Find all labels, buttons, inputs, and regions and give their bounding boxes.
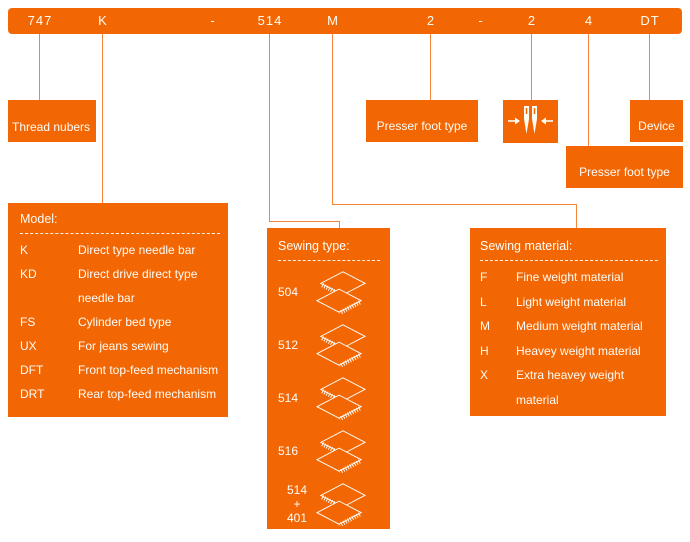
thread-numbers-box: Thread nubers bbox=[8, 100, 96, 142]
connector-514-sewing-type bbox=[339, 221, 340, 228]
connector-747-thread-numbers bbox=[39, 34, 40, 100]
connector-514-sewing-type bbox=[269, 34, 270, 222]
code-segment-dash-1: - bbox=[210, 13, 216, 28]
code-segment-dash-2: - bbox=[478, 13, 484, 28]
connector-k-model bbox=[102, 34, 103, 203]
material-term: L bbox=[480, 294, 487, 309]
connector-m-sewing-material bbox=[576, 204, 577, 228]
code-segment-k: K bbox=[98, 13, 108, 28]
material-desc: Medium weight material bbox=[516, 319, 643, 333]
code-segment-747: 747 bbox=[27, 13, 53, 28]
material-desc: Fine weight material bbox=[516, 270, 624, 284]
overlock-fabric-icon bbox=[316, 429, 366, 473]
presser-foot-type-label-2: Presser foot type bbox=[579, 165, 670, 179]
code-segment-514: 514 bbox=[257, 13, 283, 28]
material-term: F bbox=[480, 270, 488, 284]
model-term: KD bbox=[20, 267, 37, 281]
material-term: X bbox=[480, 368, 489, 382]
code-segment-dt: DT bbox=[640, 13, 660, 28]
overlock-fabric-icon bbox=[316, 323, 366, 367]
sewing-type-entry-512: 512 bbox=[278, 318, 380, 371]
overlock-fabric-icon bbox=[316, 482, 366, 526]
code-segment-2a: 2 bbox=[426, 13, 436, 28]
device-box: Device bbox=[630, 100, 683, 142]
presser-foot-type-label-1: Presser foot type bbox=[376, 119, 468, 133]
material-desc: Heavey weight material bbox=[516, 343, 641, 358]
sewing-material-box: Sewing material: F Fine weight material … bbox=[470, 228, 666, 416]
material-term: H bbox=[480, 343, 489, 358]
model-desc: Front top-feed mechanism bbox=[78, 363, 219, 377]
sewing-type-code: 514 + 401 bbox=[286, 482, 308, 525]
sewing-type-code: 514 bbox=[278, 390, 299, 405]
model-code-bar: 747 K - 514 M 2 - 2 4 DT bbox=[8, 8, 682, 34]
model-term: FS bbox=[20, 315, 36, 329]
dashed-divider bbox=[20, 233, 220, 234]
dashed-divider bbox=[278, 260, 380, 261]
sewing-type-entry-514: 514 bbox=[278, 371, 380, 424]
code-segment-2b: 2 bbox=[527, 13, 537, 28]
connector-m-sewing-material bbox=[332, 204, 577, 205]
sewing-material-title: Sewing material: bbox=[480, 239, 573, 253]
twin-needles-icon bbox=[508, 106, 553, 134]
model-desc: Rear top-feed mechanism bbox=[78, 387, 217, 401]
connector-514-sewing-type bbox=[269, 221, 340, 222]
thread-numbers-label: Thread nubers bbox=[12, 120, 91, 134]
sewing-type-box: Sewing type: 504 512 514 516 bbox=[267, 228, 390, 529]
dashed-divider bbox=[480, 260, 658, 261]
model-term: UX bbox=[20, 339, 37, 353]
material-desc: Light weight material bbox=[516, 294, 627, 309]
presser-foot-type-box-1: Presser foot type bbox=[366, 100, 478, 142]
sewing-type-code: 504 bbox=[278, 284, 299, 299]
material-term: M bbox=[480, 319, 490, 333]
sewing-type-entry-514-401: 514 + 401 bbox=[278, 477, 380, 530]
sewing-type-code: 512 bbox=[278, 337, 299, 352]
model-desc: Cylinder bed type bbox=[78, 315, 172, 329]
connector-2-needle-count bbox=[531, 34, 532, 100]
model-desc: Direct drive direct type needle bar bbox=[78, 267, 198, 305]
material-desc: Extra heavey weight material bbox=[516, 368, 625, 407]
sewing-type-title: Sewing type: bbox=[278, 239, 350, 253]
device-label: Device bbox=[638, 119, 675, 133]
model-list: K Direct type needle bar KD Direct drive… bbox=[20, 238, 220, 406]
sewing-material-list: F Fine weight material L Light weight ma… bbox=[480, 265, 658, 412]
sewing-type-entry-504: 504 bbox=[278, 265, 380, 318]
model-title: Model: bbox=[20, 212, 58, 226]
code-segment-m: M bbox=[327, 13, 339, 28]
model-box: Model: K Direct type needle bar KD Direc… bbox=[8, 203, 228, 417]
model-term: K bbox=[20, 243, 29, 257]
connector-m-sewing-material bbox=[332, 34, 333, 205]
overlock-fabric-icon bbox=[316, 270, 366, 314]
sewing-type-entry-516: 516 bbox=[278, 424, 380, 477]
model-desc: Direct type needle bar bbox=[78, 243, 196, 257]
code-segment-4: 4 bbox=[584, 13, 594, 28]
connector-4-presser-foot-2 bbox=[588, 34, 589, 147]
needle-count-box bbox=[503, 100, 558, 143]
model-desc: For jeans sewing bbox=[78, 339, 169, 353]
model-term: DFT bbox=[20, 363, 44, 377]
connector-2-presser-foot-1 bbox=[430, 34, 431, 100]
connector-dt-device bbox=[649, 34, 650, 100]
overlock-fabric-icon bbox=[316, 376, 366, 420]
sewing-type-code: 516 bbox=[278, 443, 299, 458]
presser-foot-type-box-2: Presser foot type bbox=[566, 146, 683, 188]
model-term: DRT bbox=[20, 387, 45, 401]
